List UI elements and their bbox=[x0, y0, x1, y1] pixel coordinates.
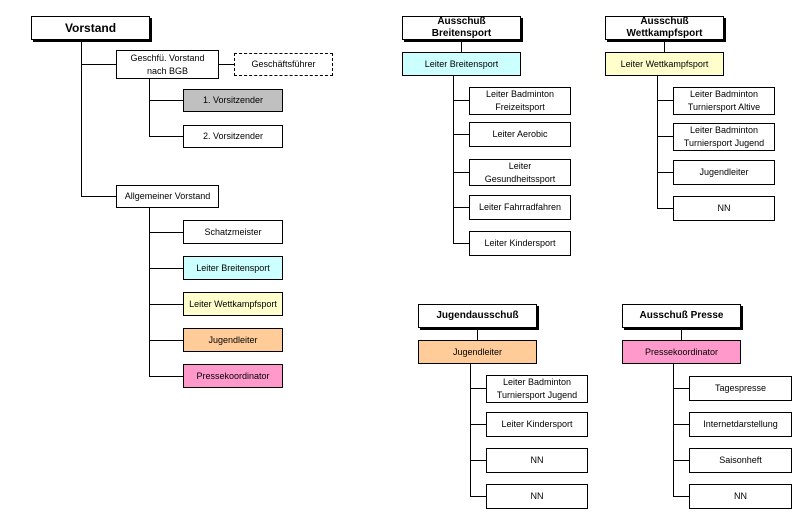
breitensport-member: Leiter Gesundheitssport bbox=[469, 159, 571, 186]
connector-line bbox=[470, 460, 486, 461]
breitensport-member: Leiter Badminton Freizeitsport bbox=[469, 87, 571, 115]
connector-line bbox=[673, 496, 689, 497]
connector-line bbox=[149, 304, 183, 305]
connector-line bbox=[453, 134, 469, 135]
connector-line bbox=[470, 364, 471, 496]
connector-line bbox=[461, 40, 462, 52]
connector-line bbox=[657, 136, 673, 137]
geschaeftsfuehrer-box: Geschäftsführer bbox=[234, 53, 333, 76]
connector-line bbox=[657, 76, 658, 208]
wettkampfsport-member: Leiter Badminton Turniersport Jugend bbox=[673, 123, 775, 151]
vorstand-member-wettkampfsport: Leiter Wettkampfsport bbox=[183, 292, 283, 316]
breitensport-member: Leiter Kindersport bbox=[469, 231, 571, 256]
wettkampfsport-leader: Leiter Wettkampfsport bbox=[605, 52, 724, 76]
jugend-member: Leiter Badminton Turniersport Jugend bbox=[486, 375, 588, 403]
breitensport-member: Leiter Fahrradfahren bbox=[469, 195, 571, 220]
connector-line bbox=[453, 172, 469, 173]
connector-line bbox=[149, 376, 183, 377]
connector-line bbox=[149, 136, 183, 137]
connector-line bbox=[673, 388, 689, 389]
connector-line bbox=[149, 268, 183, 269]
connector-line bbox=[477, 328, 478, 340]
connector-line bbox=[657, 172, 673, 173]
connector-line bbox=[81, 64, 116, 65]
presse-title: Ausschuß Presse bbox=[622, 304, 741, 328]
vorsitzender-1-box: 1. Vorsitzender bbox=[183, 89, 283, 112]
connector-line bbox=[673, 364, 674, 496]
connector-line bbox=[681, 328, 682, 340]
vorstand-member-schatzmeister: Schatzmeister bbox=[183, 220, 283, 244]
presse-member: Saisonheft bbox=[689, 448, 792, 473]
geschaeftsf-vorstand-box: Geschfü. Vorstand nach BGB bbox=[116, 50, 219, 79]
connector-line bbox=[470, 424, 486, 425]
jugend-member: Leiter Kindersport bbox=[486, 412, 588, 437]
connector-line bbox=[673, 424, 689, 425]
breitensport-title: Ausschuß Breitensport bbox=[402, 16, 521, 40]
connector-line bbox=[149, 208, 150, 376]
vorstand-member-jugendleiter: Jugendleiter bbox=[183, 328, 283, 352]
connector-line bbox=[453, 243, 469, 244]
vorsitzender-2-box: 2. Vorsitzender bbox=[183, 125, 283, 148]
presse-member: Internetdarstellung bbox=[689, 412, 792, 437]
presse-leader: Pressekoordinator bbox=[622, 340, 741, 364]
connector-line bbox=[81, 40, 82, 196]
presse-member: Tagespresse bbox=[689, 376, 792, 401]
jugend-title: Jugendausschuß bbox=[418, 304, 537, 328]
connector-line bbox=[453, 100, 469, 101]
connector-line bbox=[657, 208, 673, 209]
wettkampfsport-title: Ausschuß Wettkampfsport bbox=[605, 16, 724, 40]
vorstand-title: Vorstand bbox=[31, 16, 150, 40]
jugend-member: NN bbox=[486, 484, 588, 509]
connector-line bbox=[470, 496, 486, 497]
breitensport-member: Leiter Aerobic bbox=[469, 122, 571, 147]
connector-line bbox=[149, 100, 183, 101]
wettkampfsport-member: Leiter Badminton Turniersport Altive bbox=[673, 87, 775, 115]
jugend-member: NN bbox=[486, 448, 588, 473]
allgemeiner-vorstand-box: Allgemeiner Vorstand bbox=[116, 185, 219, 208]
connector-line bbox=[453, 76, 454, 243]
connector-line bbox=[664, 40, 665, 52]
connector-line bbox=[453, 207, 469, 208]
connector-line bbox=[149, 340, 183, 341]
connector-line bbox=[149, 232, 183, 233]
breitensport-leader: Leiter Breitensport bbox=[402, 52, 521, 76]
jugend-leader: Jugendleiter bbox=[418, 340, 537, 364]
connector-line bbox=[149, 79, 150, 136]
vorstand-member-pressekoordinator: Pressekoordinator bbox=[183, 364, 283, 388]
wettkampfsport-member: Jugendleiter bbox=[673, 160, 775, 185]
connector-line bbox=[81, 196, 116, 197]
vorstand-member-breitensport: Leiter Breitensport bbox=[183, 256, 283, 280]
connector-line bbox=[657, 100, 673, 101]
connector-line bbox=[470, 388, 486, 389]
wettkampfsport-member: NN bbox=[673, 196, 775, 221]
connector-line bbox=[673, 460, 689, 461]
presse-member: NN bbox=[689, 484, 792, 509]
connector-line bbox=[219, 64, 234, 65]
